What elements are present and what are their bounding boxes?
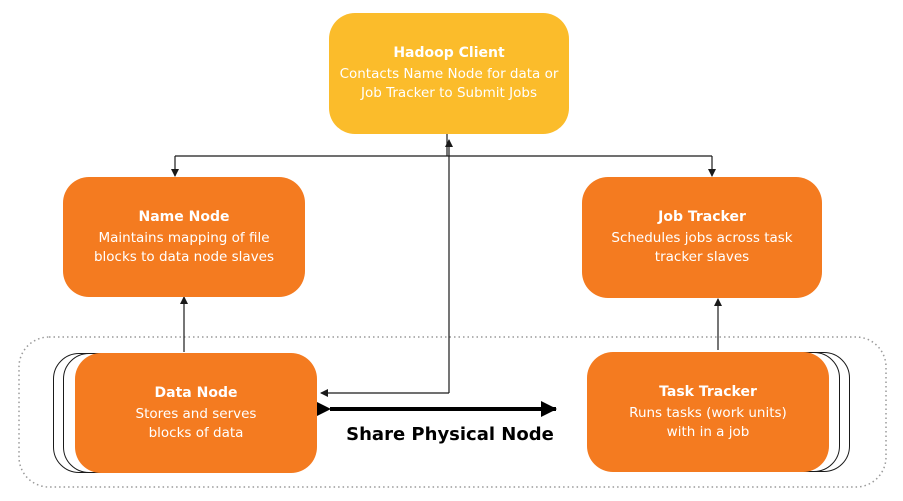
job-tracker-desc-1: Schedules jobs across task: [611, 230, 793, 246]
task-tracker-desc-1: Runs tasks (work units): [629, 404, 787, 421]
name-node-desc-1: Maintains mapping of file: [98, 229, 270, 246]
task-tracker-desc-2: with in a job: [666, 423, 750, 440]
hadoop-client-title: Hadoop Client: [393, 45, 505, 61]
hadoop-client-node: Hadoop Client Contacts Name Node for dat…: [329, 13, 569, 134]
hadoop-client-desc-2: Job Tracker to Submit Jobs: [361, 85, 537, 101]
task-tracker-node: Task Tracker Runs tasks (work units) wit…: [587, 352, 829, 472]
name-node-title: Name Node: [138, 208, 230, 225]
job-tracker-desc-2: tracker slaves: [654, 249, 750, 265]
task-tracker-title: Task Tracker: [659, 383, 757, 400]
name-node: Name Node Maintains mapping of file bloc…: [63, 177, 305, 297]
job-tracker-title: Job Tracker: [658, 209, 746, 225]
data-node-desc-2: blocks of data: [148, 424, 244, 441]
hadoop-client-desc-1: Contacts Name Node for data or: [339, 66, 559, 82]
job-tracker-node: Job Tracker Schedules jobs across task t…: [582, 177, 822, 298]
data-node: Data Node Stores and serves blocks of da…: [75, 353, 317, 473]
data-node-title: Data Node: [154, 384, 238, 401]
share-physical-node-label: Share Physical Node: [346, 424, 554, 445]
physical-node-boundary: [18, 336, 887, 488]
name-node-desc-2: blocks to data node slaves: [93, 248, 275, 265]
data-node-desc-1: Stores and serves: [135, 405, 257, 422]
